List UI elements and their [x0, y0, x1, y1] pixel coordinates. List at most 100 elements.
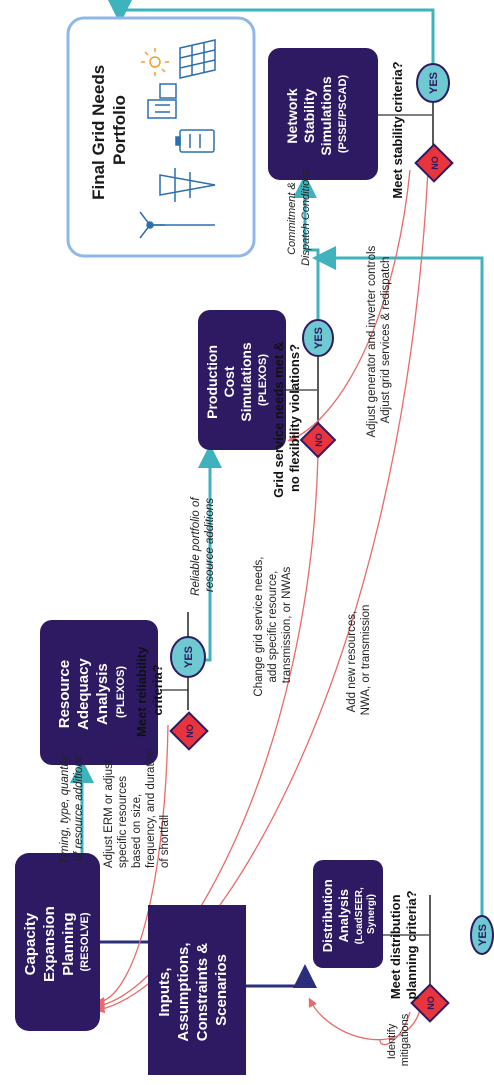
reliability-question: Meet reliability criteria?: [134, 643, 165, 737]
transmission-tower-icon: [159, 168, 216, 202]
stability-question: Meet stability criteria?: [390, 61, 405, 198]
adjust-erm-5: of shortfall: [159, 815, 171, 868]
grid-service-yes-oval: YES: [302, 319, 334, 357]
distribution-question-1: Meet distribution: [388, 894, 403, 999]
production-cost-box: Production Cost Simulations (PLEXOS): [198, 310, 286, 450]
reliable-label-1: Reliable portfolio of: [190, 496, 202, 596]
production-line-3: Simulations: [238, 342, 254, 422]
distribution-analysis-box: Distribution Analysis (LoadSEER, Synergi…: [313, 860, 383, 968]
svg-text:Production Cost Si: Production Cost Simulations (PLEXOS): [204, 338, 269, 421]
grid-service-no-diamond: NO: [299, 421, 337, 459]
identify-mitigations-label: Identify mitigations: [386, 1013, 411, 1066]
add-new-label: Add new resources, NWA, or transmission: [346, 605, 372, 716]
adjust-generator-label: Adjust generator and inverter controls A…: [366, 243, 392, 438]
city-icon: [147, 83, 177, 119]
grid-service-yes-label: YES: [313, 327, 325, 349]
identify-1: Identify: [386, 1023, 398, 1059]
reliability-yes-label: YES: [183, 646, 195, 668]
timing-label-1: Timing, type, quantity: [59, 754, 71, 864]
distribution-yes-label: YES: [477, 924, 489, 946]
distribution-line-4: Synergi): [366, 894, 377, 934]
portfolio-title-2: Portfolio: [110, 95, 129, 165]
distribution-line-3: (LoadSEER,: [354, 887, 365, 944]
adequacy-line-2: Adequacy: [75, 658, 92, 730]
svg-text:Resource Adequacy: Resource Adequacy Analysis (PLEXOS): [56, 654, 127, 730]
flow-distribution-to-network: [312, 246, 484, 935]
adequacy-line-1: Resource: [56, 660, 73, 728]
reliable-label-2: resource additions: [204, 498, 216, 592]
stability-yes-oval: YES: [416, 63, 450, 103]
capacity-line-2: Expansion: [41, 906, 58, 982]
change-grid-label: Change grid service needs, add specific …: [253, 553, 293, 696]
distribution-no-label: NO: [426, 996, 436, 1010]
timing-label: Timing, type, quantity of resource addit…: [59, 752, 85, 864]
grid-service-question: Grid service needs met & no flexibility …: [271, 338, 302, 498]
capacity-line-3: Planning: [60, 912, 77, 975]
adjust-erm-1: Adjust ERM or adjust: [103, 759, 115, 868]
adjust-gen-1: Adjust generator and inverter controls: [366, 245, 378, 437]
solar-panel-icon: [179, 39, 216, 79]
inputs-box: Inputs, Assumptions, Constraints & Scena…: [148, 905, 246, 1075]
production-line-2: Cost: [221, 366, 237, 397]
network-line-1: Network: [284, 88, 300, 143]
portfolio-title-1: Final Grid Needs: [89, 65, 108, 200]
sun-icon: [141, 48, 169, 76]
stability-question-1: Meet stability criteria?: [390, 61, 405, 198]
feedback-distribution-to-inputs: [379, 1011, 411, 1046]
commitment-label-1: Commitment &: [286, 182, 298, 255]
grid-service-no-label: NO: [314, 433, 324, 447]
distribution-question-2: planning criteria?: [404, 890, 419, 999]
inputs-line-2: Assumptions,: [175, 942, 192, 1041]
adjust-erm-4: frequency, and duration: [145, 748, 157, 868]
reliability-question-1: Meet reliability: [134, 646, 149, 737]
inputs-line-1: Inputs,: [156, 968, 173, 1017]
inputs-line-4: Scenarios: [213, 954, 230, 1026]
distribution-no-diamond: NO: [410, 983, 450, 1023]
change-grid-1: Change grid service needs,: [253, 557, 265, 697]
network-line-2: Stability: [301, 89, 317, 144]
distribution-line-1: Distribution: [320, 879, 335, 952]
grid-service-question-2: no flexibility violations?: [287, 344, 302, 492]
svg-text:Capacity Expansion: Capacity Expansion Planning (RESOLVE): [22, 902, 91, 982]
svg-text:Final Grid Needs Portfol: Final Grid Needs Portfolio: [89, 60, 129, 200]
commitment-label-2: Dispatch Conditions: [300, 168, 312, 266]
final-portfolio-box: Final Grid Needs Portfolio: [66, 16, 256, 258]
adequacy-line-4: (PLEXOS): [115, 666, 127, 718]
adjust-erm-3: based on size,: [131, 794, 143, 868]
feedback-grid-service-to-capacity: [95, 454, 319, 1010]
capacity-line-4: (RESOLVE): [79, 912, 91, 971]
network-line-4: (PSSE/PSCAD): [337, 75, 349, 154]
distribution-yes-oval: YES: [470, 915, 494, 955]
network-line-3: Simulations: [318, 76, 334, 156]
timing-label-2: of resource additions: [73, 754, 85, 861]
svg-text:Distribution Analysis: Distribution Analysis (LoadSEER, Synergi…: [320, 876, 377, 953]
grid-service-question-1: Grid service needs met &: [271, 342, 286, 498]
flow-inputs-to-distribution: [245, 964, 317, 988]
battery-icon: [175, 129, 215, 153]
stability-no-label: NO: [430, 156, 440, 170]
feedback-reliability-to-capacity: [95, 724, 169, 1007]
add-new-2: NWA, or transmission: [360, 605, 372, 716]
reliability-yes-oval: YES: [170, 636, 206, 678]
svg-text:Inputs, Assumptions,: Inputs, Assumptions, Constraints & Scena…: [156, 938, 230, 1041]
adjust-erm-label: Adjust ERM or adjust specific resources …: [103, 745, 171, 868]
resource-adequacy-box: Resource Adequacy Analysis (PLEXOS): [40, 620, 158, 765]
identify-2: mitigations: [399, 1013, 411, 1066]
stability-no-diamond: NO: [414, 143, 454, 183]
reliability-no-label: NO: [185, 724, 195, 738]
wind-turbine-icon: [139, 211, 215, 239]
stability-yes-label: YES: [428, 72, 440, 94]
reliability-no-diamond: NO: [169, 711, 209, 751]
feedback-stability-to-production: [287, 169, 411, 442]
inputs-line-3: Constraints &: [194, 943, 211, 1042]
commitment-label: Commitment & Dispatch Conditions: [286, 168, 312, 266]
flow-production-to-network: [293, 174, 320, 340]
reliability-question-2: criteria?: [150, 664, 165, 715]
reliable-portfolio-label: Reliable portfolio of resource additions: [190, 494, 216, 596]
feedback-distribution-loop: [308, 997, 421, 1041]
distribution-line-2: Analysis: [336, 889, 351, 942]
change-grid-3: transmission, or NWAs: [281, 566, 293, 683]
adequacy-line-3: Analysis: [94, 663, 111, 725]
add-new-1: Add new resources,: [346, 611, 358, 713]
